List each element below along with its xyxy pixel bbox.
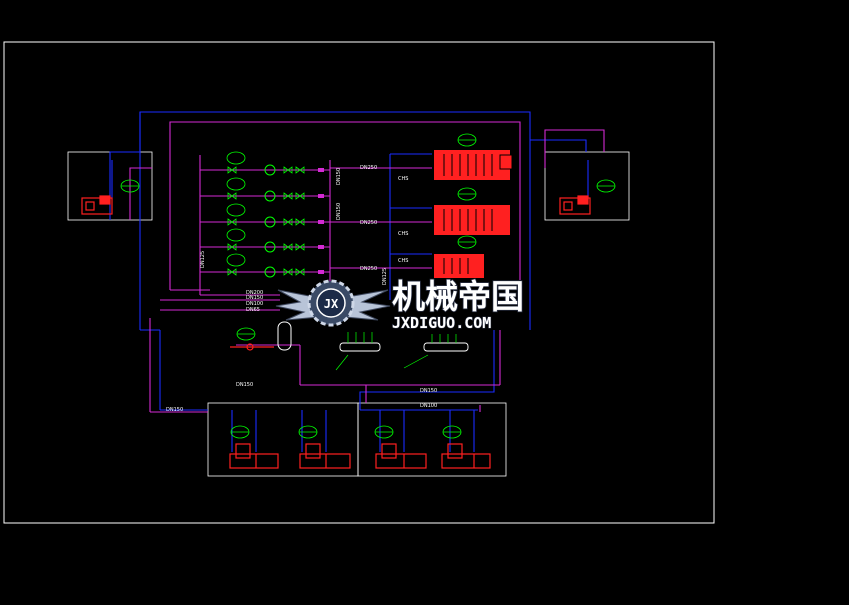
pipe-label-bottom-4: DN100	[420, 403, 437, 409]
right-unit-box	[544, 151, 630, 221]
header-icon	[339, 342, 469, 352]
valve-icon	[295, 243, 305, 251]
pump-icon	[264, 241, 276, 253]
chiller-1[interactable]	[434, 150, 513, 180]
drawing-frame	[3, 41, 715, 524]
magenta-return-pipes	[129, 121, 605, 413]
logo-badge-text: JX	[324, 297, 339, 311]
chiller-3[interactable]	[434, 254, 484, 278]
watermark-chinese: 机械帝国	[392, 277, 524, 316]
pipe-label-main-2: DN250	[360, 220, 377, 226]
valve-icon	[283, 218, 293, 226]
valve-icon	[227, 243, 237, 251]
chiller-2[interactable]	[434, 205, 510, 235]
left-red-unit[interactable]	[81, 195, 113, 215]
pipe-label-bottom-3: DN150	[420, 388, 437, 394]
pump-icon	[264, 216, 276, 228]
valve-icon	[227, 166, 237, 174]
pipe-label-vertical-3: DN125	[200, 251, 206, 268]
pipe-label-main-1: DN250	[360, 165, 377, 171]
pipe-label-main-3: DN250	[360, 266, 377, 272]
gear-wings-logo: JX	[275, 279, 391, 327]
pipe-label-left-1: DN200	[246, 290, 263, 296]
pipe-label-vertical-1: DN150	[336, 168, 342, 185]
pipe-label-vertical-2: DN150	[336, 203, 342, 220]
valve-icon	[295, 268, 305, 276]
pump-1[interactable]	[226, 151, 324, 176]
bottom-right-box	[357, 402, 507, 477]
pipe-label-vertical-4: DN125	[382, 268, 388, 285]
makeup-line	[230, 343, 274, 351]
valve-icon	[283, 192, 293, 200]
ahu-units[interactable]	[229, 443, 491, 469]
pump-icon	[264, 164, 276, 176]
pipe-labels: DN250 DN250 DN250 CHS CHS CHS DN200 DN15…	[166, 165, 437, 413]
valve-icon	[227, 268, 237, 276]
watermark: JX 机械帝国 JXDIGUO.COM	[275, 276, 525, 333]
pipe-label-left-2: DN150	[246, 295, 263, 301]
right-red-unit[interactable]	[559, 195, 591, 215]
valve-icon	[283, 166, 293, 174]
valve-icon	[227, 218, 237, 226]
pump-group	[226, 151, 324, 278]
chiller-tags	[120, 133, 616, 439]
valve-icon	[227, 192, 237, 200]
pump-2[interactable]	[226, 177, 324, 202]
pipe-label-bottom-2: DN150	[166, 407, 183, 413]
pipe-label-supply-3: CHS	[398, 258, 408, 264]
pipe-label-supply-1: CHS	[398, 176, 408, 182]
header-taps	[335, 332, 457, 371]
watermark-english: JXDIGUO.COM	[392, 314, 491, 332]
valve-icon	[283, 243, 293, 251]
pump-3[interactable]	[226, 203, 324, 228]
valve-icon	[295, 192, 305, 200]
pipe-label-supply-2: CHS	[398, 231, 408, 237]
pipe-label-bottom-1: DN150	[236, 382, 253, 388]
pipe-label-left-3: DN100	[246, 301, 263, 307]
valve-icon	[295, 218, 305, 226]
valve-icon	[283, 268, 293, 276]
pump-5[interactable]	[226, 253, 324, 278]
valve-icon	[295, 166, 305, 174]
pump-icon	[264, 266, 276, 278]
pump-icon	[264, 190, 276, 202]
pipe-label-left-4: DN65	[246, 307, 260, 313]
pump-4[interactable]	[226, 228, 324, 253]
tank-icon	[277, 321, 292, 351]
